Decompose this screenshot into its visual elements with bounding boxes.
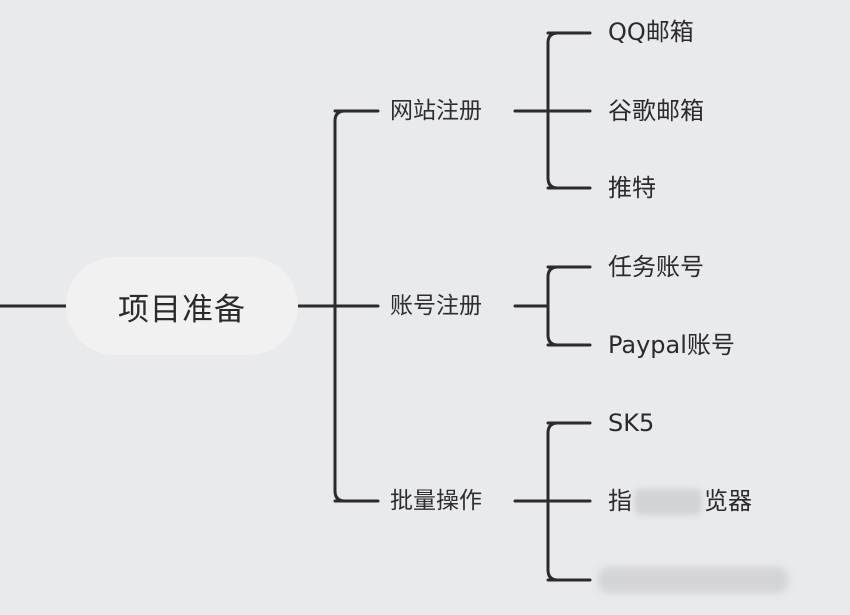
bracket-group2 bbox=[546, 265, 560, 347]
branch-node-account-register[interactable]: 账号注册 bbox=[390, 293, 482, 319]
branch-node-website-register[interactable]: 网站注册 bbox=[390, 98, 482, 124]
leaf-text-start: 指 bbox=[608, 487, 632, 515]
leaf-node-sk5[interactable]: SK5 bbox=[608, 409, 655, 437]
root-node-label: 项目准备 bbox=[118, 291, 246, 328]
branch-node-batch-operation[interactable]: 批量操作 bbox=[390, 488, 482, 514]
leaf-node-qq-mail[interactable]: QQ邮箱 bbox=[608, 18, 694, 46]
redacted-leaf bbox=[598, 567, 788, 593]
leaf-node-fingerprint-browser[interactable]: 指 览器 bbox=[608, 486, 752, 516]
leaf-node-google-mail[interactable]: 谷歌邮箱 bbox=[608, 97, 704, 125]
leaf-node-paypal-account[interactable]: Paypal账号 bbox=[608, 331, 735, 359]
root-node[interactable]: 项目准备 bbox=[66, 257, 298, 355]
leaf-node-twitter[interactable]: 推特 bbox=[608, 174, 656, 202]
leaf-text-end: 览器 bbox=[704, 487, 752, 515]
leaf-node-task-account[interactable]: 任务账号 bbox=[608, 253, 704, 281]
redacted-patch bbox=[634, 489, 702, 515]
